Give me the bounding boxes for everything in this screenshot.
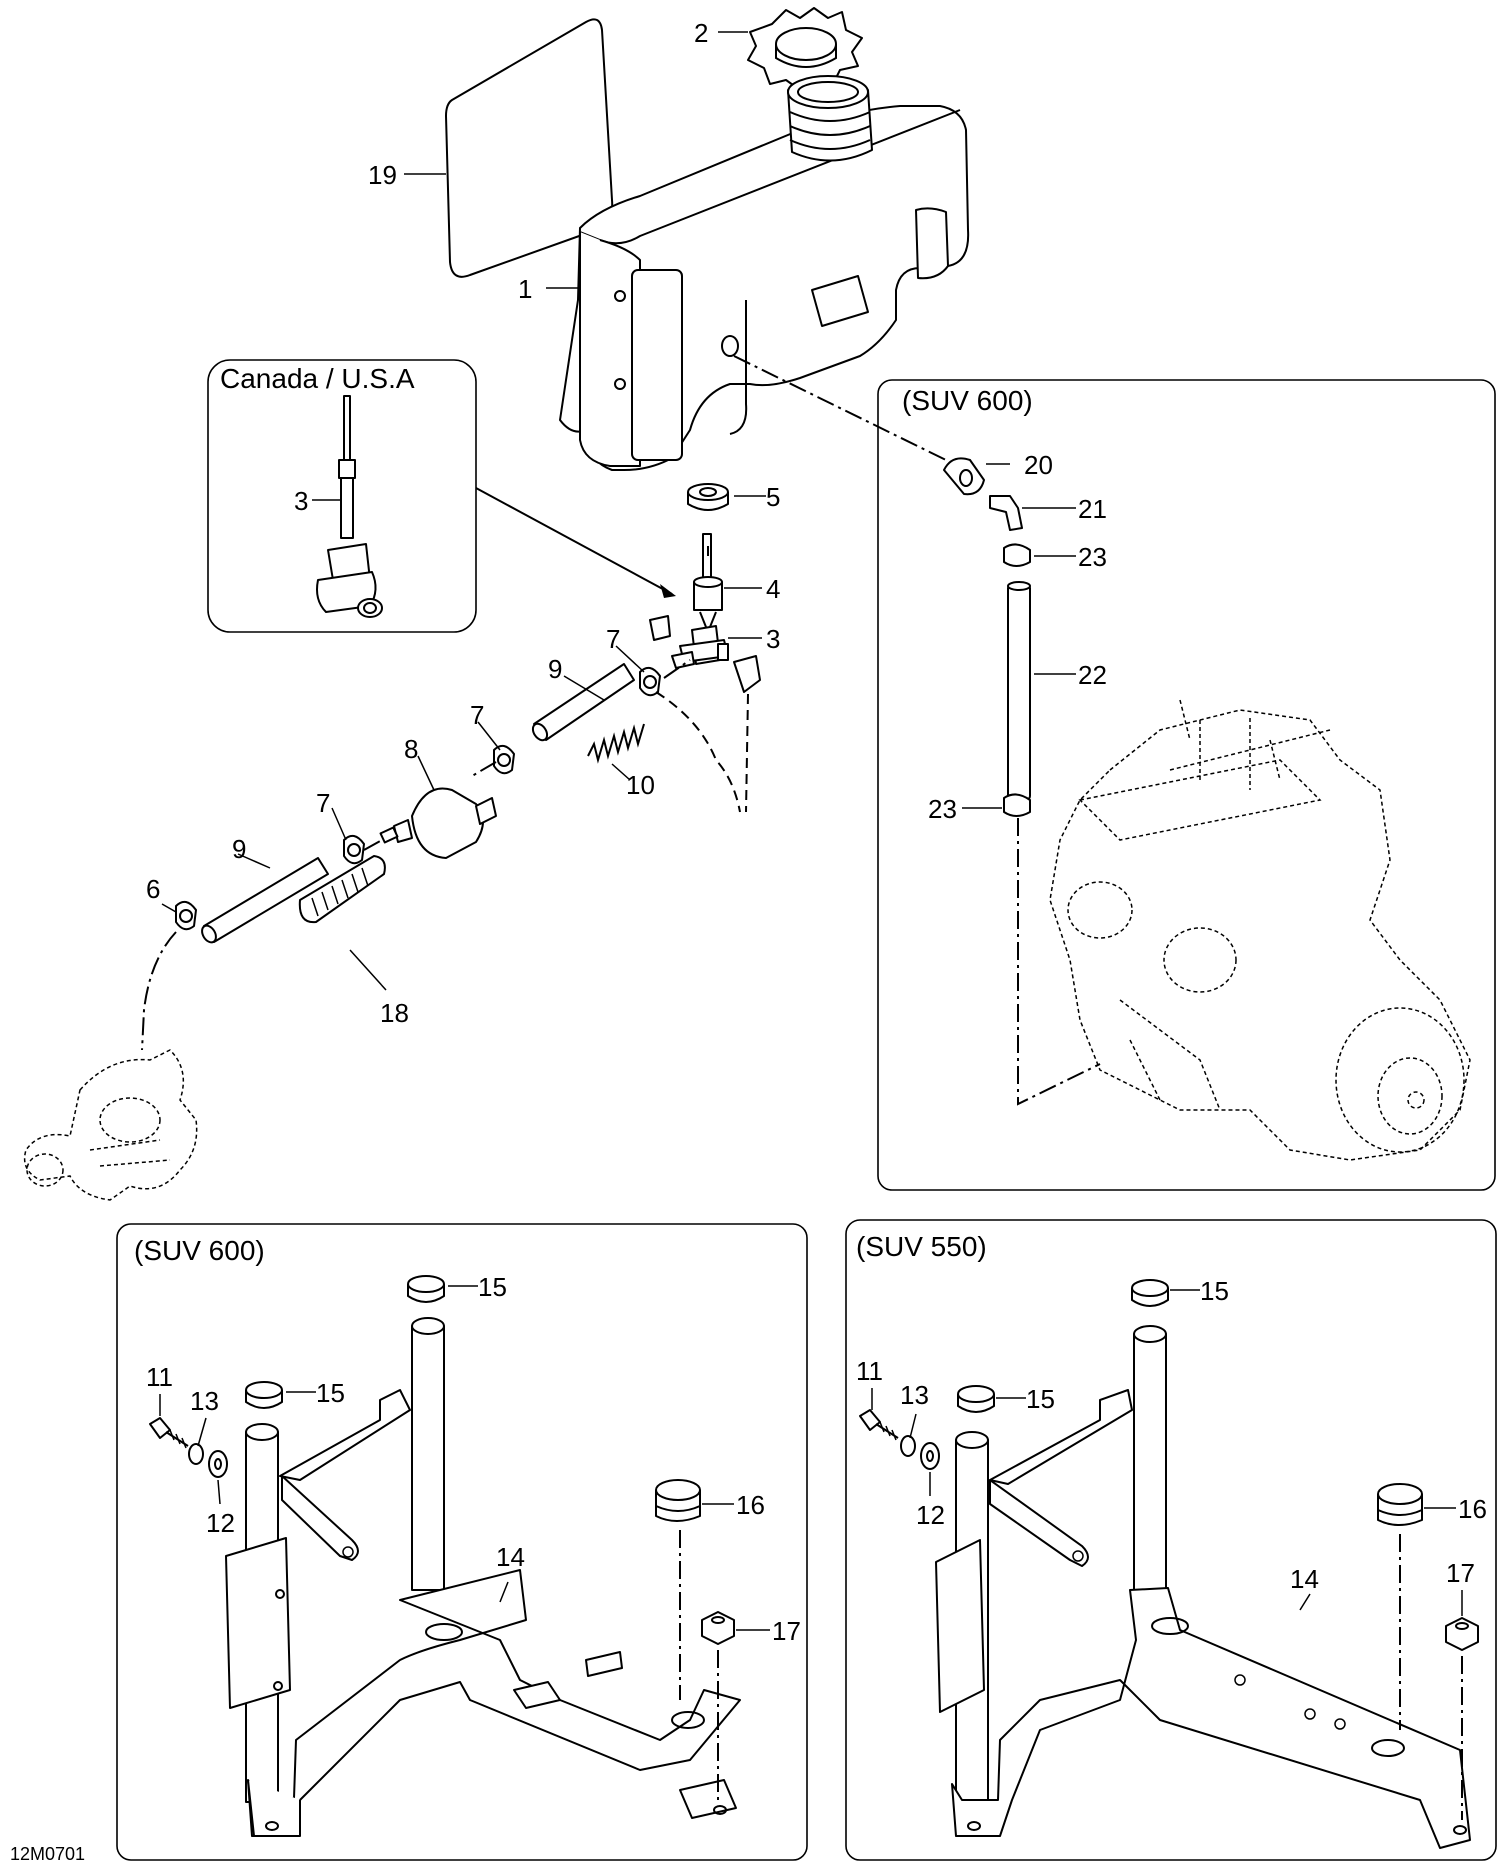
clamp-part — [1003, 793, 1031, 817]
callout-2: 2 — [694, 18, 708, 48]
canada-usa-inset-frame — [207, 359, 477, 633]
callout-16: 16 — [1458, 1494, 1487, 1524]
fuel-filter-part — [379, 787, 497, 859]
oil-tank-part — [559, 75, 970, 471]
clamp-part — [343, 834, 365, 865]
callout-15: 15 — [1200, 1276, 1229, 1306]
elbow-fitting-part — [989, 495, 1023, 531]
callout-18: 18 — [380, 998, 409, 1028]
flat-washer-part — [208, 1450, 228, 1478]
hose-part — [531, 663, 635, 742]
callout-13: 13 — [900, 1380, 929, 1410]
routing-line — [733, 355, 951, 463]
cap-screw-part — [859, 1409, 899, 1441]
oil-tank-support-part — [935, 1325, 1471, 1849]
routing-line — [1017, 818, 1101, 1106]
spring-part — [587, 723, 645, 764]
clamp-part — [493, 744, 515, 775]
drawing-code: 12M0701 — [10, 1844, 85, 1864]
leader-lines — [159, 31, 1463, 1631]
callout-23: 23 — [928, 794, 957, 824]
shutoff-valve-part — [649, 615, 761, 693]
routing-line — [745, 693, 749, 813]
grommet-part — [687, 483, 729, 511]
callout-12: 12 — [916, 1500, 945, 1530]
suv600-support-panel-frame — [116, 1223, 808, 1861]
suv600-engine-panel-title: (SUV 600) — [902, 385, 1033, 416]
carburetor-ghost-outline — [23, 1049, 198, 1201]
rubber-mount-part — [1377, 1483, 1423, 1526]
callout-15: 15 — [316, 1378, 345, 1408]
callout-14: 14 — [496, 1542, 525, 1572]
grommet-part — [943, 457, 985, 496]
callout-22: 22 — [1078, 660, 1107, 690]
canada-usa-inset-title: Canada / U.S.A — [220, 363, 415, 394]
tank-cap-part — [747, 7, 863, 91]
callout-7: 7 — [316, 788, 330, 818]
callout-19: 19 — [368, 160, 397, 190]
callout-11: 11 — [856, 1356, 883, 1386]
callout-labels: 2 19 1 5 4 3 7 9 7 8 10 7 9 6 18 3 20 21… — [146, 18, 1487, 1646]
canada-usa-valve-assembly — [316, 395, 383, 618]
callout-15: 15 — [1026, 1384, 1055, 1414]
nut-part — [1445, 1617, 1479, 1651]
callout-8: 8 — [404, 734, 418, 764]
callout-16: 16 — [736, 1490, 765, 1520]
pickup-tube-part — [693, 533, 723, 635]
callout-13: 13 — [190, 1386, 219, 1416]
callout-17: 17 — [1446, 1558, 1475, 1588]
oil-tank-support-part — [225, 1317, 741, 1837]
suv600-support-panel-title: (SUV 600) — [134, 1235, 265, 1266]
inset-pointer-arrow — [475, 487, 673, 595]
callout-23: 23 — [1078, 542, 1107, 572]
callout-20: 20 — [1024, 450, 1053, 480]
routing-line — [471, 761, 497, 777]
routing-line — [663, 659, 691, 679]
callout-12: 12 — [206, 1508, 235, 1538]
callout-7: 7 — [606, 624, 620, 654]
protective-sleeve-part — [298, 855, 386, 924]
lock-washer-part — [188, 1443, 204, 1465]
grommet-part — [1131, 1279, 1169, 1307]
grommet-part — [407, 1275, 445, 1303]
clamp-part — [175, 900, 197, 931]
cap-screw-part — [149, 1417, 189, 1449]
callout-5: 5 — [766, 482, 780, 512]
callout-3: 3 — [766, 624, 780, 654]
routing-line — [363, 839, 383, 851]
callout-11: 11 — [146, 1362, 173, 1392]
callout-14: 14 — [1290, 1564, 1319, 1594]
hose-part — [201, 857, 329, 944]
engine-ghost-outline — [1049, 699, 1471, 1161]
callout-1: 1 — [518, 274, 532, 304]
callout-10: 10 — [626, 770, 655, 800]
clamp-part — [639, 666, 661, 697]
clamp-part — [1003, 543, 1031, 567]
callout-15: 15 — [478, 1272, 507, 1302]
callout-9: 9 — [548, 654, 562, 684]
grommet-part — [957, 1385, 995, 1413]
callout-9: 9 — [232, 834, 246, 864]
grommet-part — [245, 1381, 283, 1409]
callout-21: 21 — [1078, 494, 1107, 524]
callout-3: 3 — [294, 486, 308, 516]
callout-6: 6 — [146, 874, 160, 904]
callout-17: 17 — [772, 1616, 801, 1646]
nut-part — [701, 1611, 735, 1645]
flat-washer-part — [920, 1442, 940, 1470]
routing-line — [141, 931, 177, 1051]
suv550-support-panel-title: (SUV 550) — [856, 1231, 987, 1262]
suv600-engine-panel-frame — [877, 379, 1496, 1191]
inset-pointer-arrowhead — [660, 584, 676, 598]
routing-line — [655, 691, 741, 813]
rubber-mount-part — [655, 1479, 701, 1522]
callout-4: 4 — [766, 574, 780, 604]
hose-part — [1007, 581, 1031, 801]
lock-washer-part — [900, 1435, 916, 1457]
suv550-support-panel-frame — [845, 1219, 1497, 1861]
callout-7: 7 — [470, 700, 484, 730]
